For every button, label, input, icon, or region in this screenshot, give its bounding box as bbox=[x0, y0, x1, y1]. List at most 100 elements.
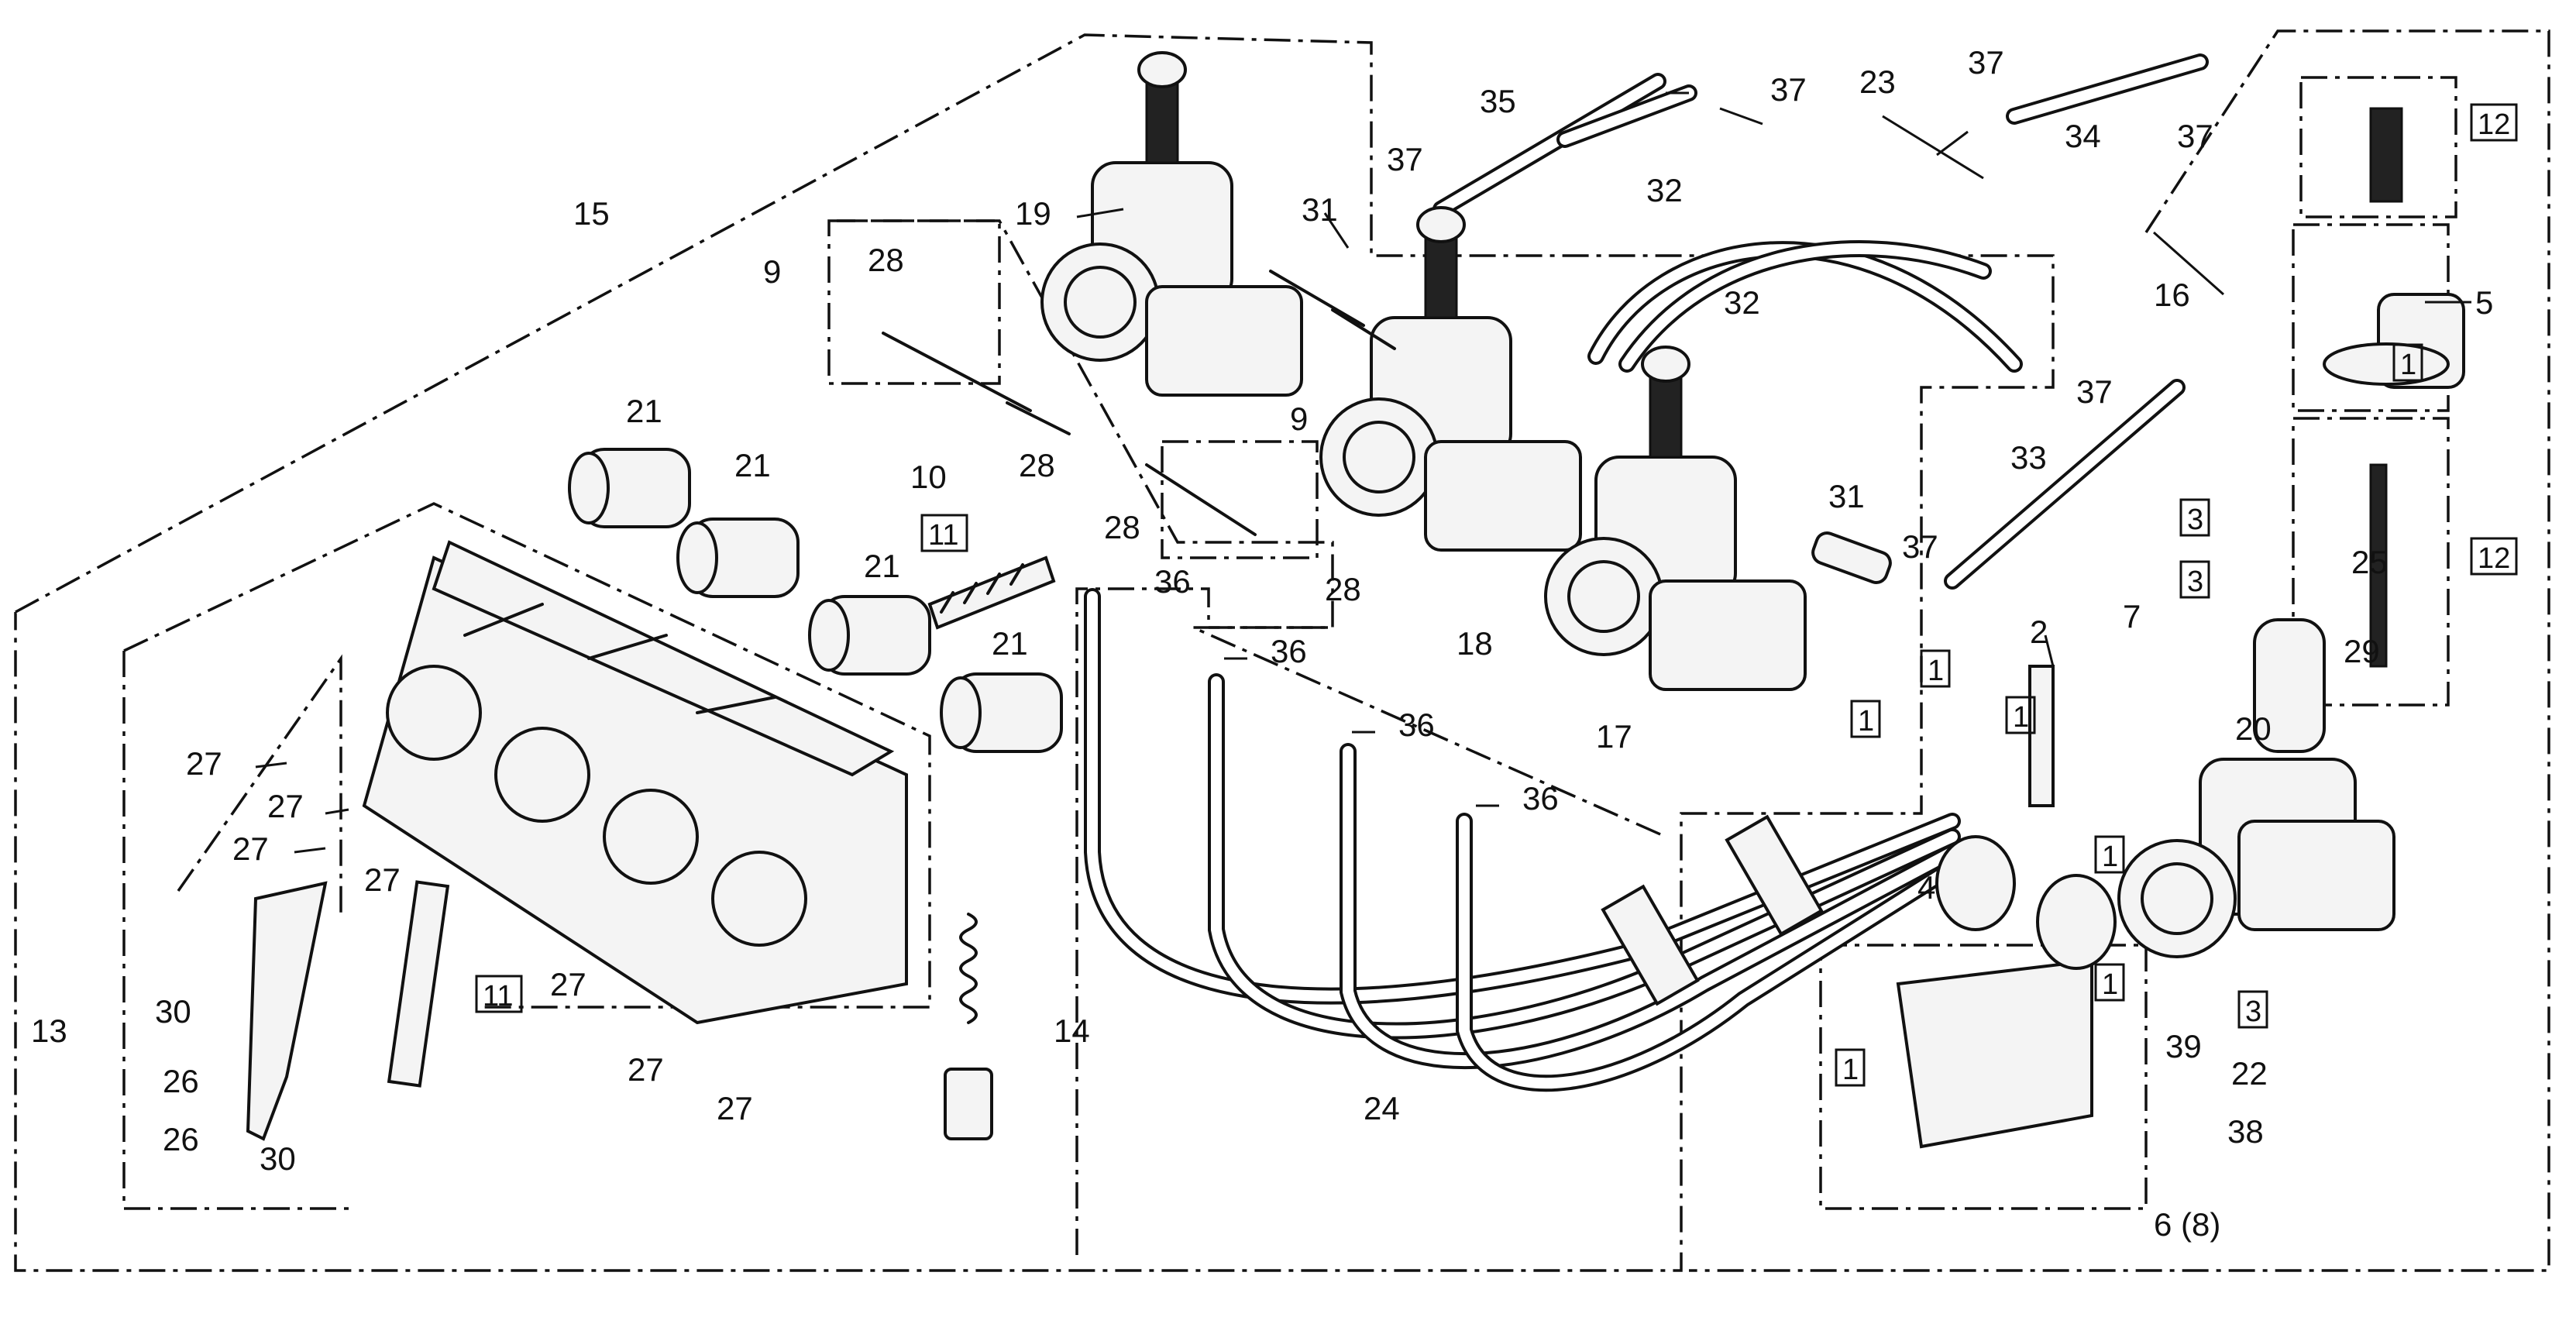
label-27a: 27 bbox=[186, 745, 222, 782]
label-32b: 32 bbox=[1724, 284, 1760, 321]
label-38: 38 bbox=[2227, 1113, 2264, 1150]
carburetor-17 bbox=[1544, 346, 1807, 691]
label-9-upper: 9 bbox=[763, 253, 781, 290]
label-22: 22 bbox=[2231, 1055, 2268, 1092]
leader-lines bbox=[255, 91, 2471, 854]
svg-text:3: 3 bbox=[2245, 995, 2261, 1028]
label-20: 20 bbox=[2235, 710, 2272, 747]
label-28a: 28 bbox=[868, 242, 904, 278]
label-36b: 36 bbox=[1271, 633, 1307, 669]
stay-plate bbox=[387, 880, 450, 1088]
label-28b: 28 bbox=[1019, 447, 1055, 483]
boxed-label-12b: 12 bbox=[2470, 537, 2518, 576]
label-21d: 21 bbox=[992, 625, 1028, 662]
label-9-lower: 9 bbox=[1290, 401, 1308, 437]
label-2: 2 bbox=[2030, 614, 2048, 650]
label-36a: 36 bbox=[1154, 563, 1191, 600]
label-4: 4 bbox=[1917, 869, 1935, 906]
label-15: 15 bbox=[573, 195, 610, 232]
svg-text:12: 12 bbox=[2478, 108, 2510, 141]
label-27b: 27 bbox=[267, 788, 304, 824]
label-30b: 30 bbox=[260, 1140, 296, 1177]
label-18: 18 bbox=[1457, 625, 1493, 662]
boxed-label-12a: 12 bbox=[2470, 103, 2518, 142]
label-27d: 27 bbox=[364, 861, 401, 898]
collar-14 bbox=[944, 1068, 993, 1140]
label-26a: 26 bbox=[163, 1063, 199, 1099]
label-37d: 37 bbox=[2177, 118, 2213, 154]
svg-text:1: 1 bbox=[2102, 841, 2118, 873]
svg-text:1: 1 bbox=[2400, 349, 2416, 381]
carburetor-20 bbox=[2117, 618, 2395, 958]
boxed-label-3b: 3 bbox=[2179, 560, 2210, 599]
boxed-label-3a: 3 bbox=[2179, 498, 2210, 537]
label-37e: 37 bbox=[2076, 373, 2113, 410]
top-cap-outline bbox=[2299, 76, 2457, 218]
label-21a: 21 bbox=[626, 393, 662, 429]
part-labels: 2 4 5 6 (8) 7 9 9 10 13 14 15 16 17 18 1… bbox=[31, 44, 2493, 1243]
label-31b: 31 bbox=[1828, 478, 1865, 514]
boxed-labels: 1 1 1 1 1 1 1 3 3 3 11 11 12 12 bbox=[475, 103, 2518, 1087]
right-assembly-outline bbox=[1689, 29, 2550, 1272]
vent-tubes bbox=[1432, 53, 2209, 590]
label-10: 10 bbox=[910, 459, 947, 495]
label-32a: 32 bbox=[1646, 172, 1683, 208]
label-19: 19 bbox=[1015, 195, 1051, 232]
carburetor-holders bbox=[568, 448, 1063, 753]
svg-text:1: 1 bbox=[1928, 655, 1944, 687]
label-37f: 37 bbox=[1902, 528, 1938, 565]
hose-group-outline bbox=[1075, 587, 1333, 1255]
svg-text:3: 3 bbox=[2187, 504, 2203, 536]
carburetors bbox=[1040, 51, 2395, 958]
float-4b bbox=[2036, 874, 2117, 970]
label-23: 23 bbox=[1859, 64, 1896, 100]
float-bowl-group bbox=[1896, 107, 2465, 1149]
label-28c: 28 bbox=[1104, 509, 1140, 545]
link-box-upper bbox=[827, 219, 1001, 385]
boxed-label-1g: 1 bbox=[1835, 1048, 1866, 1087]
linkage-parts bbox=[246, 270, 1892, 1141]
boxed-label-1f: 1 bbox=[2094, 963, 2125, 1002]
label-21b: 21 bbox=[734, 447, 771, 483]
svg-text:3: 3 bbox=[2187, 566, 2203, 598]
shafts-31 bbox=[1269, 270, 1396, 350]
float-bowl bbox=[1896, 958, 2093, 1149]
label-27g: 27 bbox=[717, 1090, 753, 1126]
boxed-label-1e: 1 bbox=[2094, 835, 2125, 874]
carburetor-18 bbox=[1319, 206, 1582, 552]
svg-text:1: 1 bbox=[1842, 1054, 1859, 1086]
label-26b: 26 bbox=[163, 1121, 199, 1157]
label-16: 16 bbox=[2154, 277, 2190, 313]
intake-manifold bbox=[362, 540, 908, 1025]
label-37b: 37 bbox=[1770, 71, 1807, 108]
label-30a: 30 bbox=[155, 993, 191, 1030]
drain-hoses-24 bbox=[1084, 588, 1961, 1092]
label-39: 39 bbox=[2165, 1028, 2202, 1064]
svg-text:1: 1 bbox=[1858, 705, 1874, 738]
label-34: 34 bbox=[2065, 118, 2101, 154]
boxed-label-3c: 3 bbox=[2237, 990, 2268, 1029]
carburetor-19 bbox=[1040, 51, 1303, 397]
label-21c: 21 bbox=[864, 548, 900, 584]
svg-text:12: 12 bbox=[2478, 542, 2510, 575]
svg-text:1: 1 bbox=[2102, 968, 2118, 1001]
label-17: 17 bbox=[1596, 718, 1632, 755]
cap-12 bbox=[2369, 107, 2403, 203]
label-25: 25 bbox=[2351, 544, 2388, 580]
boxed-label-1a: 1 bbox=[1920, 649, 1951, 688]
label-5: 5 bbox=[2475, 284, 2493, 321]
label-37c: 37 bbox=[1968, 44, 2004, 81]
svg-text:1: 1 bbox=[2013, 701, 2029, 734]
label-6: 6 (8) bbox=[2154, 1206, 2220, 1243]
label-33: 33 bbox=[2010, 439, 2047, 476]
label-28d: 28 bbox=[1325, 571, 1361, 607]
svg-text:11: 11 bbox=[928, 519, 958, 552]
boxed-label-1b: 1 bbox=[1850, 700, 1881, 738]
label-36d: 36 bbox=[1522, 780, 1559, 817]
link-plate bbox=[246, 881, 328, 1141]
label-37a: 37 bbox=[1387, 141, 1423, 177]
linkage-outline bbox=[122, 651, 356, 1210]
boxed-label-11b: 11 bbox=[475, 975, 523, 1013]
